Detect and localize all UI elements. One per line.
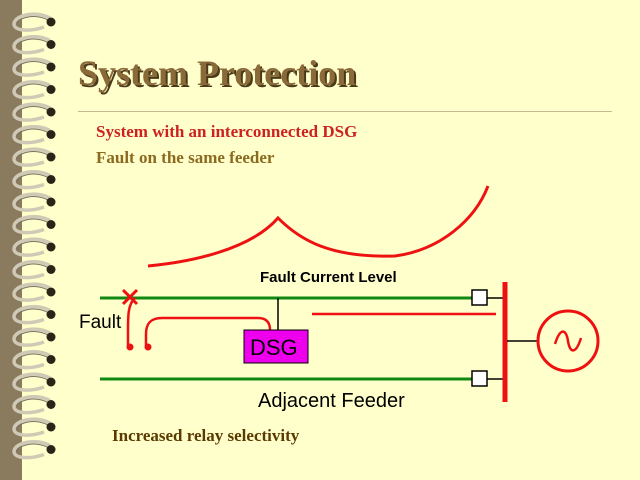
adjacent-feeder-breaker (471, 370, 488, 387)
spiral-hole (46, 242, 56, 252)
spiral-hole (46, 422, 56, 432)
spiral-hole (46, 40, 56, 49)
spiral-hole (46, 287, 56, 297)
spiral-ring-shade (16, 421, 49, 430)
fault-current-level-curve (147, 185, 490, 268)
spiral-ring-shade (16, 263, 49, 272)
spiral-hole (46, 400, 56, 409)
spiral-ring-shade (16, 173, 49, 182)
title-divider (78, 111, 612, 112)
spiral-ring-shade (16, 241, 49, 250)
spiral-ring (12, 440, 51, 460)
spiral-ring-shade (16, 376, 49, 385)
spiral-ring (12, 12, 51, 32)
spiral-ring (12, 350, 51, 370)
spiral-ring (12, 215, 51, 235)
spiral-ring-shade (16, 38, 49, 47)
spiral-ring (12, 372, 51, 392)
spiral-ring (12, 125, 51, 145)
spiral-ring-shade (16, 443, 49, 452)
spiral-hole (46, 265, 56, 274)
spiral-binding (12, 12, 56, 460)
slide-page (22, 0, 640, 480)
spiral-ring-shade (16, 353, 49, 362)
spiral-ring-shade (16, 331, 49, 340)
dsg-box (243, 329, 309, 364)
fault-label: Fault (79, 312, 122, 333)
spiral-ring-shade (16, 61, 49, 70)
slide-title: System Protection (78, 53, 357, 93)
spiral-hole (46, 220, 56, 229)
grid-source-circle (536, 309, 600, 373)
spiral-ring-shade (16, 398, 49, 407)
subtitle-fault-same-feeder: Fault on the same feeder (96, 148, 275, 167)
spiral-ring-shade (16, 128, 49, 137)
spiral-ring (12, 147, 51, 167)
main-feeder-breaker (471, 289, 488, 306)
spiral-ring (12, 192, 51, 212)
spiral-ring (12, 237, 51, 257)
spiral-ring-shade (16, 308, 49, 317)
spiral-ring (12, 102, 51, 122)
dsg-label: DSG (250, 335, 298, 360)
spiral-ring (12, 282, 51, 302)
adjacent-feeder-label: Adjacent Feeder (258, 390, 405, 412)
subtitle-interconnected-dsg: System with an interconnected DSG (96, 122, 358, 141)
spiral-ring-shade (16, 196, 49, 205)
grid-fault-current-path (126, 297, 136, 346)
spiral-ring-shade (16, 16, 49, 25)
spiral-hole (46, 377, 56, 387)
fault-current-arrow-tip-2 (126, 343, 134, 351)
spiral-ring-shade (16, 83, 49, 92)
spiral-hole (46, 355, 56, 364)
spiral-hole (46, 445, 56, 454)
fault-current-level-label: Fault Current Level (260, 269, 397, 286)
spiral-ring (12, 57, 51, 77)
spiral-hole (46, 175, 56, 184)
spiral-hole (46, 197, 56, 207)
ac-source-icon (553, 330, 583, 352)
fault-current-arrow-tip-1 (144, 343, 152, 351)
spiral-ring (12, 170, 51, 190)
spiral-ring (12, 395, 51, 415)
spiral-ring-shade (16, 106, 49, 115)
spiral-hole (46, 62, 56, 72)
spiral-hole (46, 17, 56, 27)
fault-marker-icon (121, 288, 139, 306)
footer-note: Increased relay selectivity (112, 426, 300, 445)
spiral-hole (46, 85, 56, 94)
dsg-fault-current-path-outer (144, 316, 272, 346)
spiral-ring (12, 327, 51, 347)
spiral-hole (46, 130, 56, 139)
spiral-ring-shade (16, 151, 49, 160)
spiral-hole (46, 332, 56, 342)
spiral-hole (46, 310, 56, 319)
spiral-hole (46, 152, 56, 162)
spiral-hole (46, 107, 56, 117)
spiral-ring-shade (16, 286, 49, 295)
spiral-ring (12, 417, 51, 437)
spiral-ring-shade (16, 218, 49, 227)
spiral-ring (12, 260, 51, 280)
spiral-ring (12, 305, 51, 325)
spiral-ring (12, 35, 51, 55)
spiral-ring (12, 80, 51, 100)
